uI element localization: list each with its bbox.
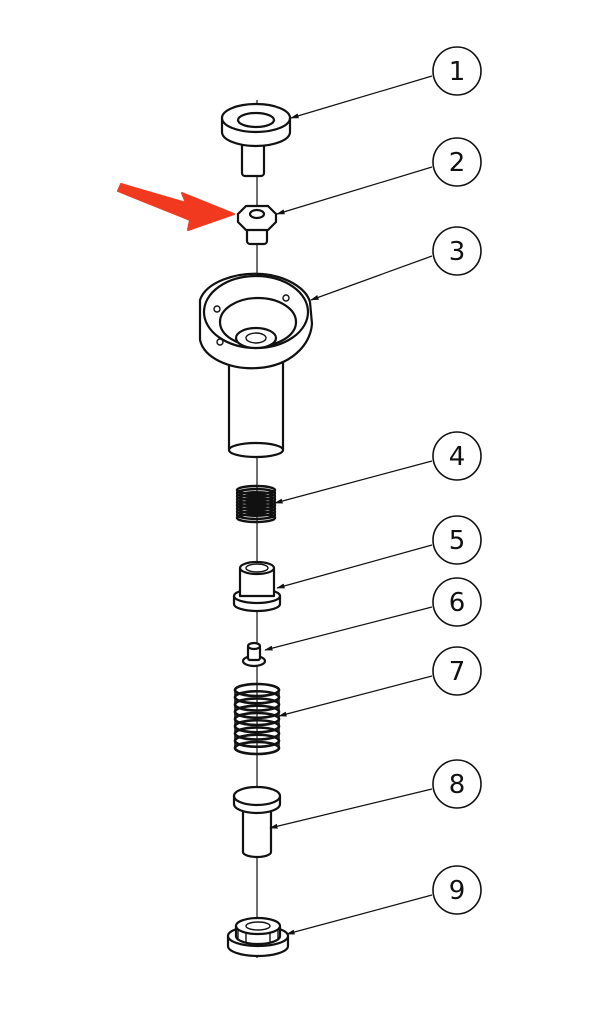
balloon-9-label: 9 — [449, 876, 466, 906]
leader-9 — [286, 894, 433, 935]
balloon-2: 2 — [432, 137, 482, 187]
balloon-7: 7 — [432, 646, 482, 696]
balloon-5-label: 5 — [449, 526, 466, 556]
part-7-large-spring-icon — [233, 682, 281, 756]
balloon-8: 8 — [432, 759, 482, 809]
balloon-3: 3 — [432, 226, 482, 276]
balloon-1-label: 1 — [449, 57, 466, 87]
balloon-3-label: 3 — [449, 237, 466, 267]
leader-7 — [278, 675, 433, 717]
balloon-5: 5 — [432, 515, 482, 565]
part-8-plunger-pin-icon — [232, 785, 282, 859]
part-2-hex-nut-icon — [236, 204, 278, 246]
highlight-arrow-icon — [117, 183, 235, 231]
leader-4 — [274, 460, 433, 504]
leader-3 — [310, 255, 433, 301]
leader-1 — [290, 75, 433, 119]
part-1-knob-cap-icon — [220, 102, 292, 178]
part-3-housing-flange-icon — [198, 272, 314, 459]
balloon-4: 4 — [432, 431, 482, 481]
balloon-9: 9 — [432, 865, 482, 915]
balloon-2-label: 2 — [449, 148, 466, 178]
part-9-threaded-nut-icon — [226, 916, 290, 958]
leader-6 — [264, 606, 433, 651]
balloon-6-label: 6 — [449, 588, 466, 618]
leader-2 — [276, 166, 433, 215]
balloon-4-label: 4 — [449, 442, 466, 472]
balloon-6: 6 — [432, 577, 482, 627]
balloon-1: 1 — [432, 46, 482, 96]
part-4-small-spring-icon — [235, 484, 277, 524]
leader-lines — [264, 75, 433, 935]
part-5-bushing-icon — [232, 560, 282, 613]
leader-5 — [276, 544, 433, 589]
part-6-small-pin-icon — [241, 641, 267, 668]
balloon-8-label: 8 — [449, 770, 466, 800]
leader-8 — [269, 788, 433, 829]
balloon-7-label: 7 — [449, 657, 466, 687]
